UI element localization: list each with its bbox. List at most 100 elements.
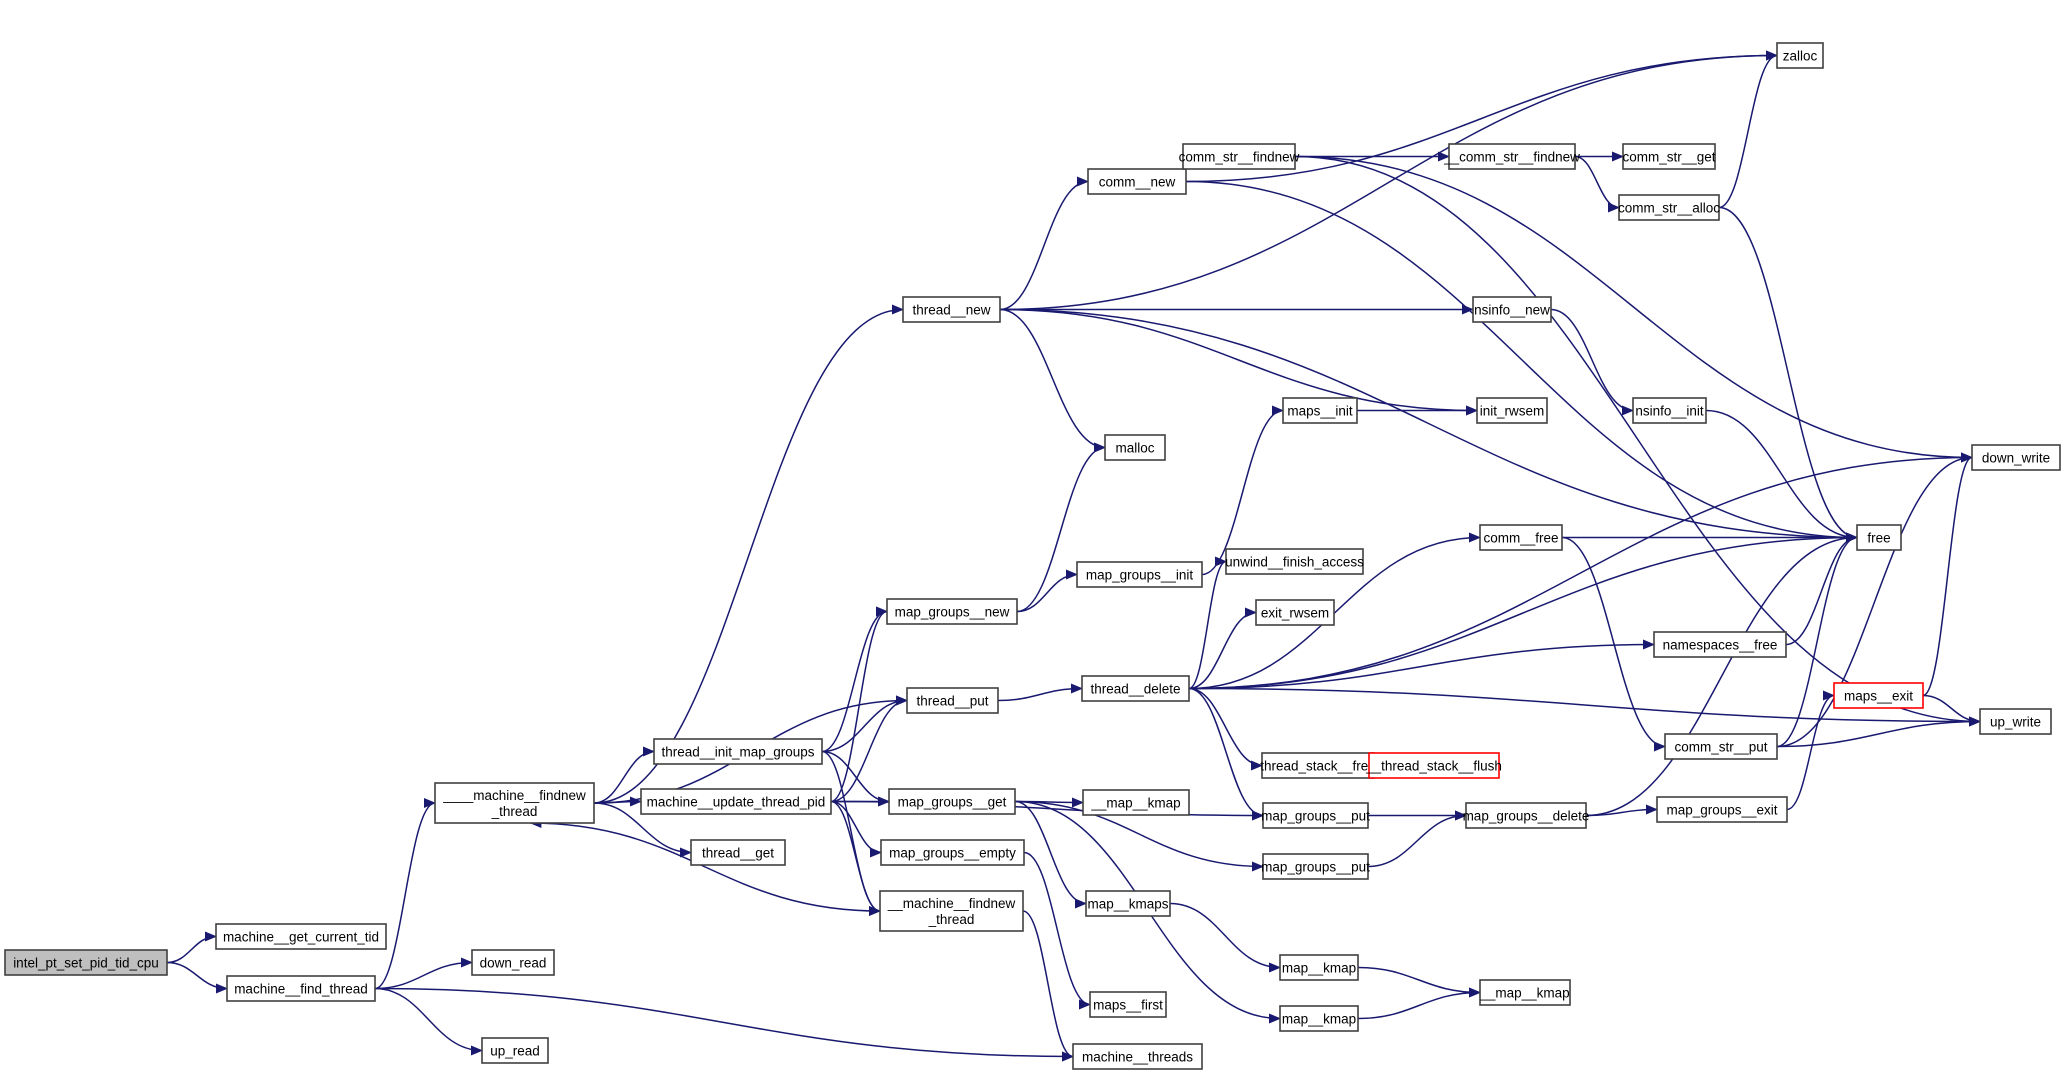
node-box[interactable] — [1262, 802, 1369, 829]
node-box[interactable] — [902, 296, 1001, 323]
node-comm-str-findnew[interactable]: comm_str__findnew — [1179, 143, 1300, 170]
node-box[interactable] — [1833, 682, 1924, 709]
node-box[interactable] — [1104, 434, 1166, 461]
node-box[interactable] — [1979, 708, 2052, 735]
node-box[interactable] — [906, 687, 999, 714]
node-box[interactable] — [1262, 853, 1369, 880]
node-map-groups-empty[interactable]: map_groups__empty — [880, 839, 1025, 866]
node-thread-new[interactable]: thread__new — [902, 296, 1001, 323]
node-box[interactable] — [1087, 168, 1187, 195]
node-thread-get[interactable]: thread__get — [690, 839, 786, 866]
node-map-groups-init[interactable]: map_groups__init — [1076, 561, 1203, 588]
node-box[interactable] — [1072, 1043, 1203, 1070]
node-box[interactable] — [1479, 524, 1563, 551]
node-box[interactable] — [1225, 548, 1364, 575]
node-namespaces-free[interactable]: namespaces__free — [1653, 631, 1787, 658]
node-machine-find-thread[interactable]: machine__find_thread — [226, 975, 376, 1002]
node-box[interactable] — [879, 890, 1024, 932]
node-map-groups-delete[interactable]: map_groups__delete — [1463, 802, 1590, 829]
node-malloc[interactable]: malloc — [1104, 434, 1166, 461]
node-up-read[interactable]: up_read — [481, 1037, 549, 1064]
node-box[interactable] — [1368, 752, 1500, 779]
node-nsinfo-init[interactable]: nsinfo__init — [1632, 397, 1707, 424]
node-box[interactable] — [888, 788, 1016, 815]
node-box[interactable] — [880, 839, 1025, 866]
node-maps-exit[interactable]: maps__exit — [1833, 682, 1924, 709]
node-box[interactable] — [1656, 796, 1788, 823]
node-box[interactable] — [1076, 561, 1203, 588]
node-box[interactable] — [1182, 143, 1296, 170]
node-machine-findnew-thread[interactable]: __machine__findnew_thread — [879, 890, 1024, 932]
node-box[interactable] — [1971, 444, 2061, 471]
node-free[interactable]: free — [1856, 524, 1902, 551]
node-box[interactable] — [1476, 397, 1548, 424]
node-box[interactable] — [1255, 599, 1335, 626]
node-box[interactable] — [4, 949, 168, 976]
node-box[interactable] — [1664, 733, 1778, 760]
node-box[interactable] — [1465, 802, 1587, 829]
node-comm-str-alloc[interactable]: comm_str__alloc — [1618, 194, 1720, 221]
node-box[interactable] — [1082, 789, 1190, 816]
node-map-groups-exit[interactable]: map_groups__exit — [1656, 796, 1788, 823]
node-comm-free[interactable]: comm__free — [1479, 524, 1563, 551]
node-comm-str-put[interactable]: comm_str__put — [1664, 733, 1778, 760]
node-thread-put[interactable]: thread__put — [906, 687, 999, 714]
node-box[interactable] — [690, 839, 786, 866]
node-box[interactable] — [1279, 1005, 1359, 1032]
node-machine-findnew-thread[interactable]: ____machine__findnew_thread — [434, 782, 595, 824]
node-maps-first[interactable]: maps__first — [1089, 991, 1167, 1018]
node-box[interactable] — [226, 975, 376, 1002]
node-maps-init[interactable]: maps__init — [1282, 397, 1358, 424]
node-machine-update-thread-pid[interactable]: machine__update_thread_pid — [640, 788, 832, 815]
node-map-groups-new[interactable]: map_groups__new — [886, 598, 1018, 625]
node-map-kmap-b[interactable]: __map__kmap — [1479, 979, 1571, 1006]
node-box[interactable] — [1653, 631, 1787, 658]
node-map-kmap-a[interactable]: __map__kmap — [1082, 789, 1190, 816]
node-box[interactable] — [1282, 397, 1358, 424]
node-map-groups-put-a[interactable]: map_groups__put — [1261, 802, 1370, 829]
node-comm-str-findnew[interactable]: __comm_str__findnew — [1443, 143, 1580, 170]
node-thread-delete[interactable]: thread__delete — [1081, 675, 1190, 702]
node-box[interactable] — [1776, 42, 1824, 69]
node-box[interactable] — [1085, 890, 1171, 917]
node-box[interactable] — [215, 923, 387, 950]
node-down-read[interactable]: down_read — [471, 949, 555, 976]
node-box[interactable] — [640, 788, 832, 815]
node-down-write[interactable]: down_write — [1971, 444, 2061, 471]
node-init-rwsem[interactable]: init_rwsem — [1476, 397, 1548, 424]
node-map-groups-put-b[interactable]: map_groups__put — [1261, 853, 1370, 880]
node-up-write[interactable]: up_write — [1979, 708, 2052, 735]
node-box[interactable] — [886, 598, 1018, 625]
node-zalloc[interactable]: zalloc — [1776, 42, 1824, 69]
node-box[interactable] — [1089, 991, 1167, 1018]
node-box[interactable] — [1632, 397, 1707, 424]
node-box[interactable] — [434, 782, 595, 824]
edge-path — [1922, 694, 1981, 727]
node-thread-stack-free[interactable]: thread_stack__free — [1260, 752, 1376, 779]
node-nsinfo-new[interactable]: nsinfo__new — [1472, 296, 1552, 323]
node-map-kmap-b[interactable]: map__kmap — [1279, 1005, 1359, 1032]
node-map-groups-get[interactable]: map_groups__get — [888, 788, 1016, 815]
node-exit-rwsem[interactable]: exit_rwsem — [1255, 599, 1335, 626]
node-box[interactable] — [1448, 143, 1576, 170]
node-box[interactable] — [1856, 524, 1902, 551]
node-box[interactable] — [1479, 979, 1571, 1006]
node-box[interactable] — [481, 1037, 549, 1064]
node-map-kmaps[interactable]: map__kmaps — [1085, 890, 1171, 917]
node-box[interactable] — [471, 949, 555, 976]
node-comm-str-get[interactable]: comm_str__get — [1622, 143, 1716, 170]
node-box[interactable] — [1472, 296, 1552, 323]
node-thread-init-map-groups[interactable]: thread__init_map_groups — [653, 738, 823, 765]
node-unwind-finish-access[interactable]: unwind__finish_access — [1225, 548, 1364, 575]
node-thread-stack-flush[interactable]: __thread_stack__flush — [1365, 752, 1502, 779]
node-box[interactable] — [1622, 143, 1716, 170]
node-machine-get-current-tid[interactable]: machine__get_current_tid — [215, 923, 387, 950]
node-machine-threads[interactable]: machine__threads — [1072, 1043, 1203, 1070]
node-intel-pt-set-pid-tid-cpu[interactable]: intel_pt_set_pid_tid_cpu — [4, 949, 168, 976]
node-map-kmap-a[interactable]: map__kmap — [1279, 954, 1359, 981]
node-box[interactable] — [1081, 675, 1190, 702]
node-comm-new[interactable]: comm__new — [1087, 168, 1187, 195]
node-box[interactable] — [653, 738, 823, 765]
node-box[interactable] — [1618, 194, 1720, 221]
node-box[interactable] — [1279, 954, 1359, 981]
